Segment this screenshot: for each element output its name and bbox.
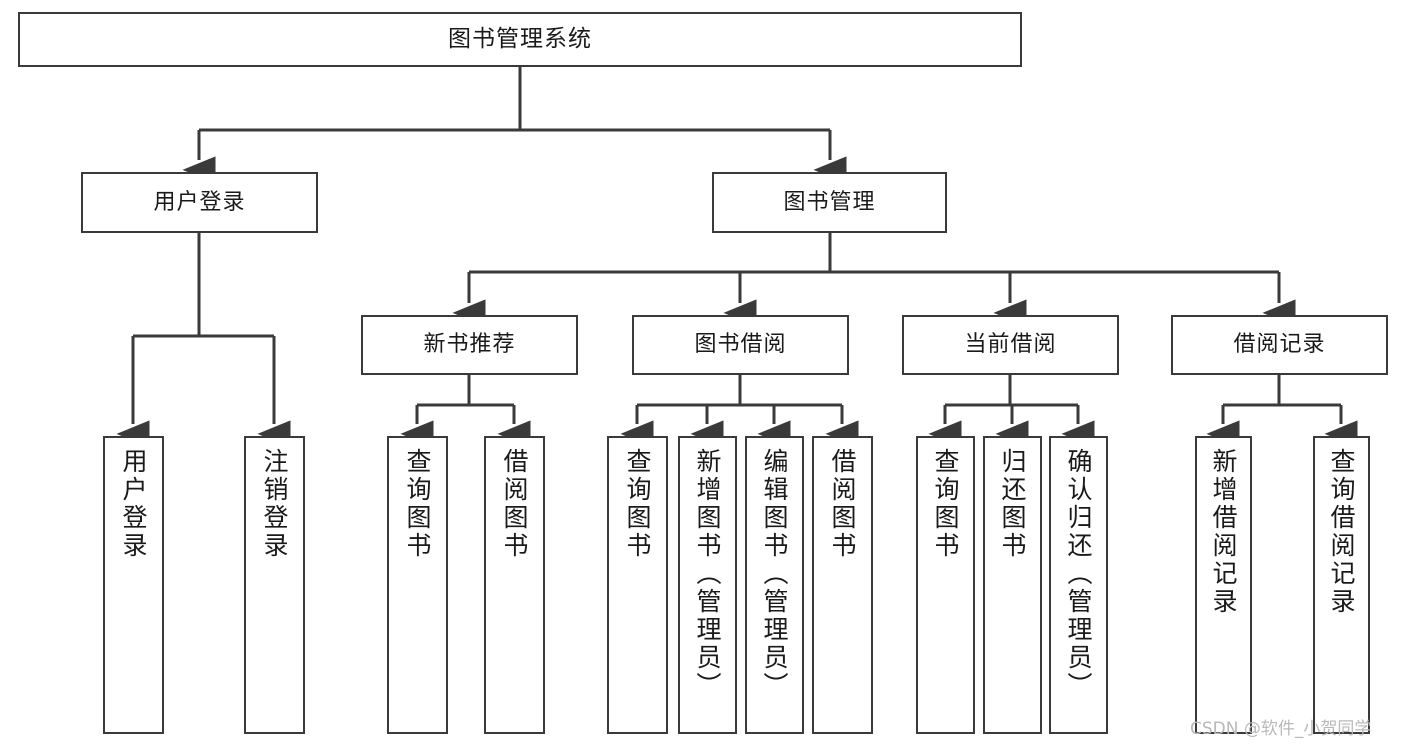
node-label: 注销登录 [260, 448, 289, 560]
node-label: 查询借阅记录 [1327, 448, 1356, 616]
node-label: 新增图书（管理员） [693, 448, 722, 700]
node-label: 图书借阅 [694, 332, 787, 358]
node-root[interactable]: 图书管理系统 [18, 12, 1022, 67]
node-leaf-borrow-borrow-book[interactable]: 借阅图书 [812, 436, 873, 734]
node-label: 图书管理系统 [448, 25, 592, 52]
node-book-management[interactable]: 图书管理 [712, 172, 947, 233]
node-label: 查询图书 [403, 448, 432, 560]
node-leaf-logout[interactable]: 注销登录 [244, 436, 305, 734]
node-label: 借阅记录 [1233, 332, 1326, 358]
node-leaf-newbooks-borrow-book[interactable]: 借阅图书 [484, 436, 545, 734]
node-leaf-borrow-query-book[interactable]: 查询图书 [607, 436, 668, 734]
node-label: 查询图书 [931, 448, 960, 560]
csdn-watermark: CSDN @软件_小贺同学 [1190, 719, 1372, 739]
node-new-book-recommend[interactable]: 新书推荐 [361, 315, 578, 375]
node-leaf-records-query-record[interactable]: 查询借阅记录 [1313, 436, 1370, 734]
node-label: 新书推荐 [423, 332, 516, 358]
node-label: 当前借阅 [964, 332, 1057, 358]
node-current-borrow[interactable]: 当前借阅 [902, 315, 1119, 375]
node-label: 用户登录 [119, 448, 148, 560]
node-label: 新增借阅记录 [1209, 448, 1238, 616]
node-leaf-user-login[interactable]: 用户登录 [103, 436, 164, 734]
node-label: 用户登录 [153, 189, 246, 215]
node-leaf-current-confirm-return-admin[interactable]: 确认归还（管理员） [1049, 436, 1108, 734]
node-label: 归还图书 [998, 448, 1027, 560]
node-label: 图书管理 [783, 189, 876, 215]
node-borrow-records[interactable]: 借阅记录 [1171, 315, 1388, 375]
node-leaf-borrow-add-book-admin[interactable]: 新增图书（管理员） [678, 436, 737, 734]
node-label: 确认归还（管理员） [1064, 448, 1093, 700]
node-user-login[interactable]: 用户登录 [81, 172, 318, 233]
node-leaf-current-return-book[interactable]: 归还图书 [983, 436, 1042, 734]
node-leaf-newbooks-query-book[interactable]: 查询图书 [387, 436, 448, 734]
node-leaf-records-add-record[interactable]: 新增借阅记录 [1195, 436, 1252, 734]
node-book-borrow[interactable]: 图书借阅 [632, 315, 849, 375]
node-label: 查询图书 [623, 448, 652, 560]
node-label: 编辑图书（管理员） [760, 448, 789, 700]
node-label: 借阅图书 [500, 448, 529, 560]
node-leaf-current-query-book[interactable]: 查询图书 [916, 436, 975, 734]
node-label: 借阅图书 [828, 448, 857, 560]
node-leaf-borrow-edit-book-admin[interactable]: 编辑图书（管理员） [745, 436, 804, 734]
